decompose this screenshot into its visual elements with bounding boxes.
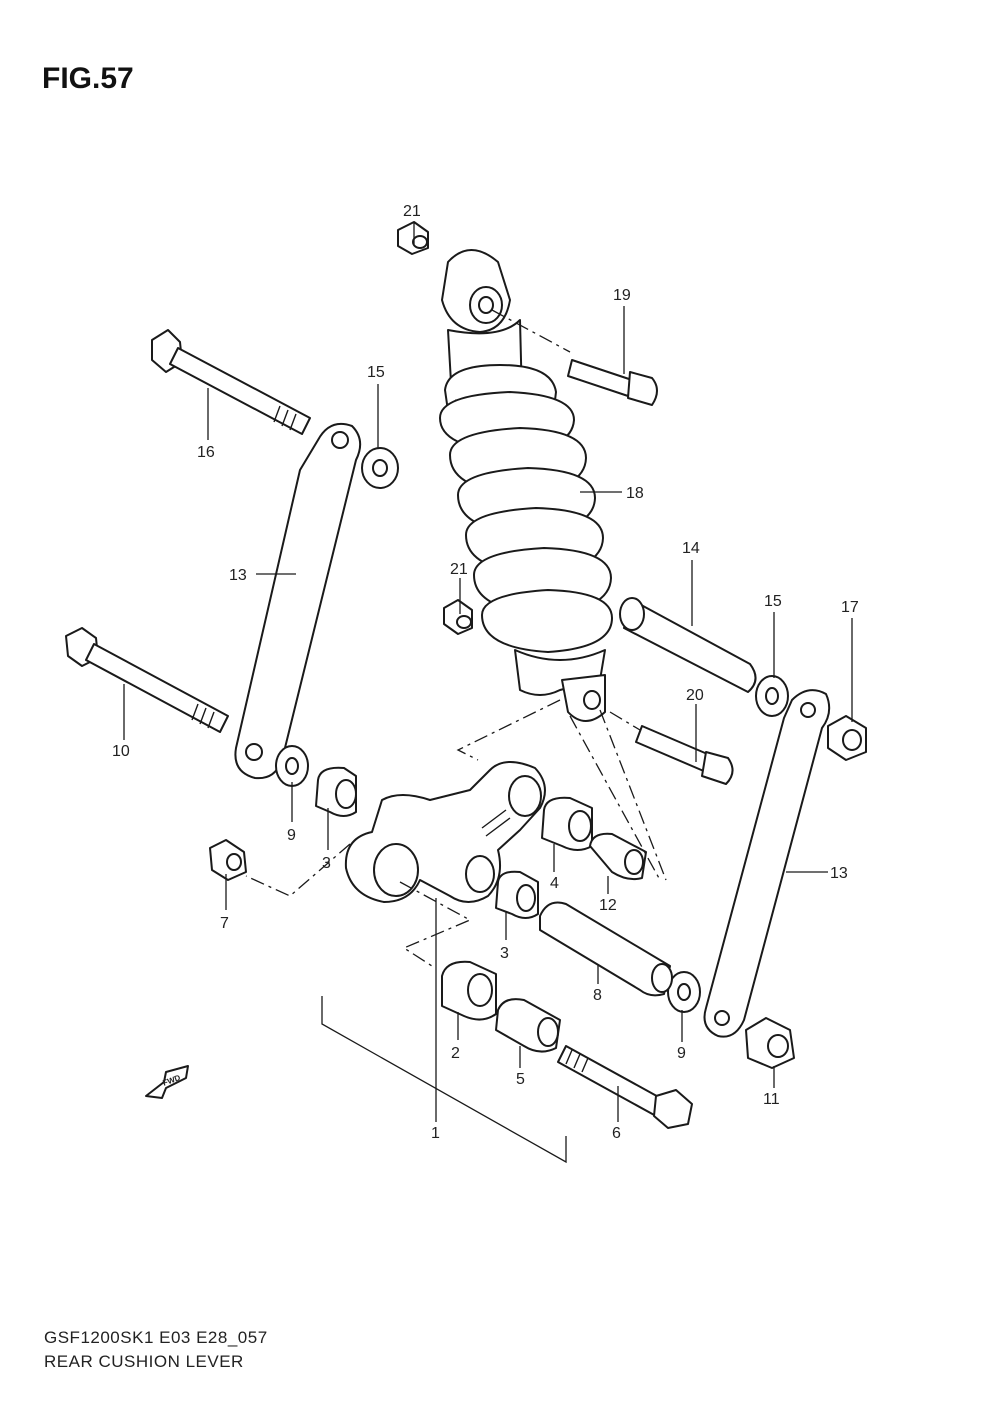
callout-17: 17 [841, 599, 859, 616]
washer-9-left [275, 745, 309, 787]
bearing-4 [541, 796, 593, 851]
callout-13-right: 13 [830, 865, 848, 882]
fwd-arrow-icon: FWD [145, 1065, 189, 1099]
callout-5: 5 [516, 1071, 525, 1088]
callout-18: 18 [626, 485, 644, 502]
callout-21-top: 21 [403, 203, 421, 220]
callout-labels: 21 19 15 16 18 14 13 21 15 17 20 10 9 3 … [112, 203, 859, 1142]
callout-11: 11 [763, 1091, 780, 1108]
nut-upper [397, 221, 429, 255]
bearing-2 [441, 960, 497, 1021]
spacer-pipe-long [619, 597, 757, 693]
shock-lower-bolt [635, 725, 734, 785]
callout-9-left: 9 [287, 827, 296, 844]
model-code: GSF1200SK1 E03 E28_057 [44, 1328, 268, 1347]
callout-3-upper: 3 [322, 855, 331, 872]
callout-3-lower: 3 [500, 945, 509, 962]
assembly-centerlines [245, 309, 667, 967]
callout-21-middle: 21 [450, 561, 468, 578]
callout-12: 12 [599, 897, 617, 914]
leader-lines [123, 222, 853, 1122]
callout-15-right: 15 [764, 593, 782, 610]
callout-16: 16 [197, 444, 215, 461]
callout-13-left: 13 [229, 567, 247, 584]
bearing-3-upper [315, 766, 357, 817]
assembly-bracket [321, 996, 567, 1164]
bolt-6 [557, 1045, 693, 1129]
nut-7 [209, 839, 247, 881]
callout-20: 20 [686, 687, 704, 704]
nut-middle [443, 599, 473, 635]
spacer-5 [495, 998, 561, 1053]
callout-15-left: 15 [367, 364, 385, 381]
callout-14: 14 [682, 540, 700, 557]
figure-caption: REAR CUSHION LEVER [44, 1352, 244, 1371]
cushion-lever [344, 761, 546, 903]
spacer-8 [539, 901, 673, 997]
bearing-3-lower [495, 870, 539, 919]
callout-6: 6 [612, 1125, 621, 1142]
long-bolt-upper [151, 329, 311, 435]
callout-2: 2 [451, 1045, 460, 1062]
callout-10: 10 [112, 743, 130, 760]
callout-8: 8 [593, 987, 602, 1004]
long-bolt-lower [65, 627, 229, 733]
rear-shock-absorber [439, 249, 613, 722]
washer-15-left [361, 447, 399, 489]
callout-7: 7 [220, 915, 229, 932]
figure-title: FIG.57 [42, 62, 134, 95]
callout-9-right: 9 [677, 1045, 686, 1062]
callout-19: 19 [613, 287, 631, 304]
washer-15-right [755, 675, 789, 717]
callout-4: 4 [550, 875, 559, 892]
link-rod-left [234, 422, 362, 780]
washer-9-right [667, 971, 701, 1013]
nut-11 [745, 1017, 795, 1069]
spacer-12 [589, 832, 647, 881]
nut-17 [827, 715, 867, 761]
callout-1: 1 [431, 1125, 440, 1142]
shock-upper-bolt [567, 359, 658, 406]
link-rod-right [703, 689, 831, 1038]
